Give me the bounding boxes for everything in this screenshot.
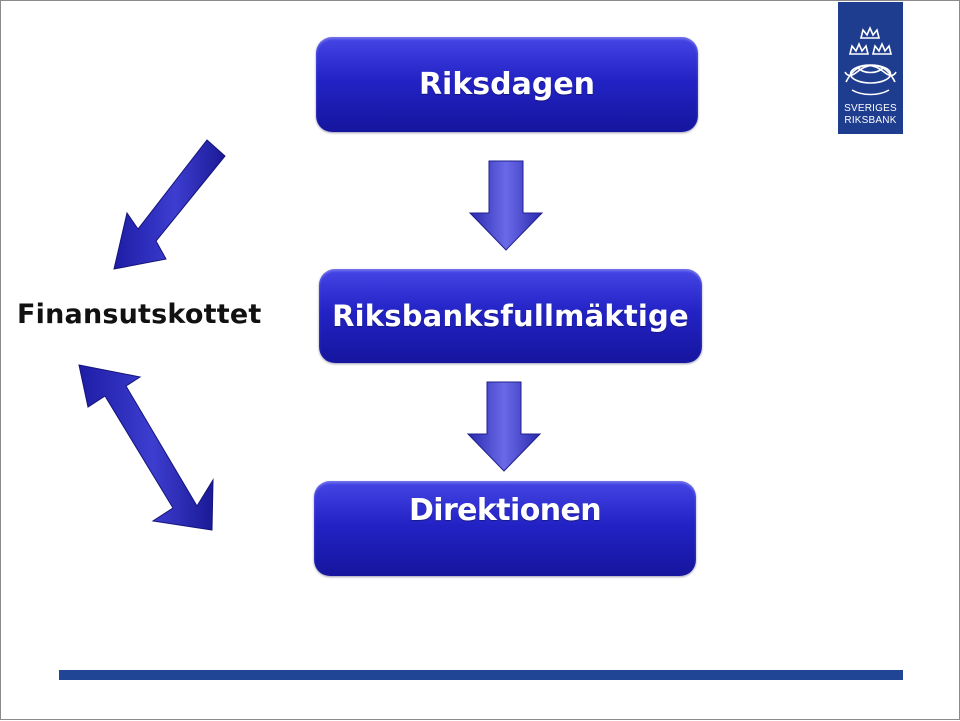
node-label: Direktionen xyxy=(409,493,602,528)
node-riksdagen: Riksdagen xyxy=(316,37,698,132)
node-finansutskottet: Finansutskottet xyxy=(17,299,262,330)
node-label: Riksdagen xyxy=(418,67,596,102)
down-arrow-icon xyxy=(466,381,542,472)
node-direktionen: Direktionen xyxy=(314,481,696,576)
node-riksbanksfullmaktige: Riksbanksfullmäktige xyxy=(319,269,702,363)
logo-text-riksbank: RIKSBANK xyxy=(844,115,897,126)
node-label: Riksbanksfullmäktige xyxy=(332,299,689,333)
logo-text-sveriges: SVERIGES xyxy=(844,103,897,114)
bottom-rule xyxy=(59,670,903,680)
down-arrow-icon xyxy=(468,160,544,251)
riksbank-logo: SVERIGES RIKSBANK xyxy=(838,2,903,134)
double-arrow-icon xyxy=(78,364,214,531)
diagonal-arrow-icon xyxy=(113,139,226,270)
riksbank-emblem-icon xyxy=(844,25,897,96)
